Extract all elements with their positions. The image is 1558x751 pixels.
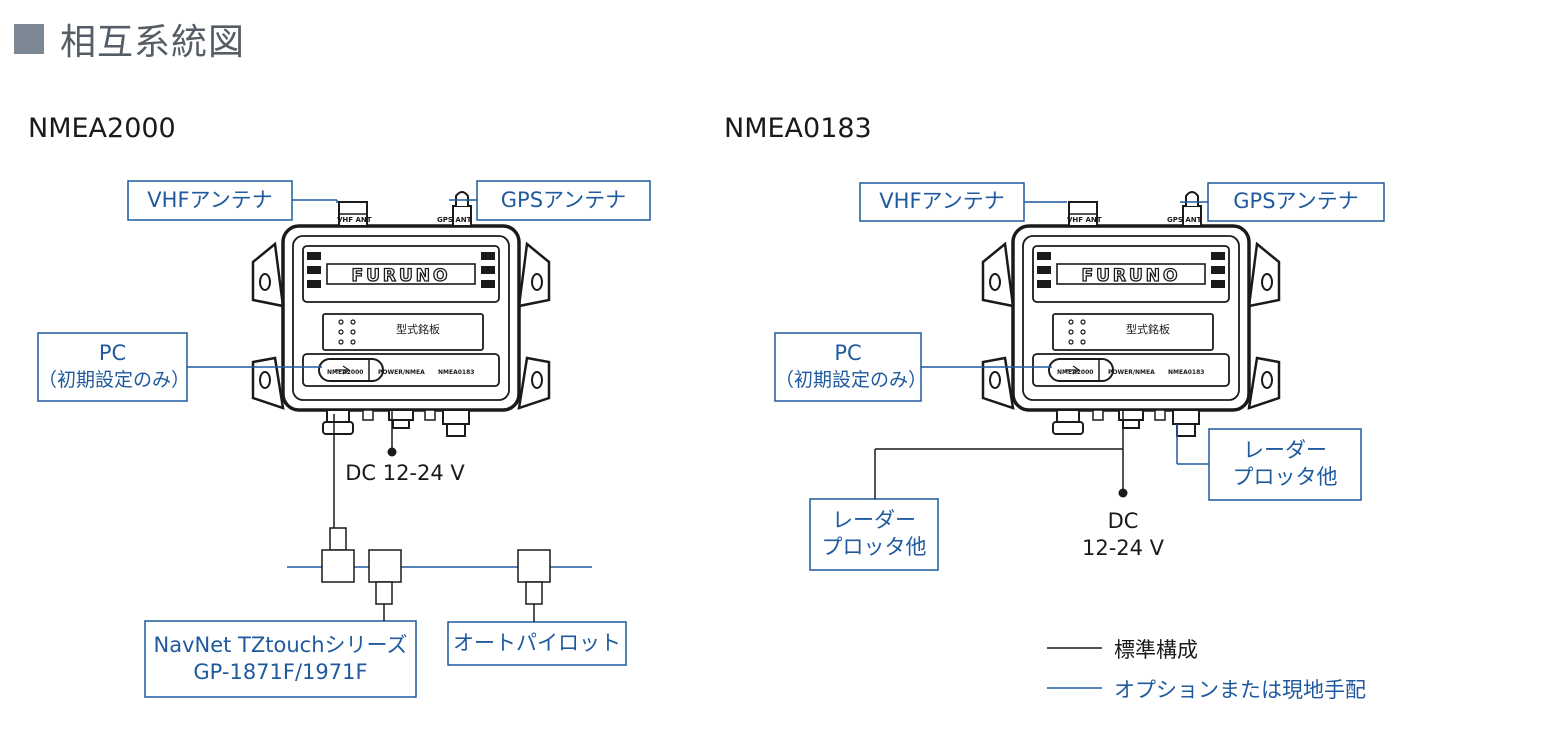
port-label: VHF ANT (1067, 216, 1102, 224)
ais-transponder-right (981, 190, 1281, 438)
radar-label-line1: レーダー (1243, 438, 1327, 462)
section-title-nmea2000: NMEA2000 (28, 113, 176, 144)
port-label: NMEA2000 (1057, 369, 1093, 376)
dc-right-line2: 12-24 V (1081, 536, 1165, 560)
gps-antenna-label: GPSアンテナ (1233, 189, 1359, 213)
radar-label-line1: レーダー (832, 508, 916, 532)
pc-label-line1: PC (98, 341, 127, 365)
port-label: VHF ANT (337, 216, 372, 224)
port-label: POWER/NMEA (1108, 369, 1155, 376)
vhf-antenna-label: VHFアンテナ (147, 188, 273, 212)
radar-plotter-label-right: レーダー プロッタ他 (1209, 437, 1361, 491)
vhf-antenna-label: VHFアンテナ (879, 189, 1005, 213)
page-title: 相互系統図 (14, 14, 245, 64)
port-label: NMEA2000 (327, 369, 363, 376)
radar-plotter-label-left: レーダー プロッタ他 (810, 507, 938, 561)
navnet-label: NavNet TZtouchシリーズ GP-1871F/1971F (145, 632, 416, 686)
pc-label-line1: PC (834, 341, 862, 365)
radar-plotter-box-left (809, 498, 939, 571)
plate-text: 型式銘板 (396, 322, 440, 336)
page-title-text: 相互系統図 (60, 22, 246, 63)
title-square-icon (14, 24, 44, 54)
dc-power-label-right: DC 12-24 V (1068, 508, 1178, 562)
section-title-nmea0183: NMEA0183 (724, 113, 872, 144)
radar-label-line2: プロッタ他 (821, 535, 927, 559)
navnet-box (144, 620, 417, 698)
navnet-label-line1: NavNet TZtouchシリーズ (153, 633, 408, 657)
port-label: GPS ANT (437, 216, 472, 224)
autopilot-box (447, 621, 627, 666)
pc-label-line2: （初期設定のみ） (38, 369, 191, 391)
gps-antenna-label: GPSアンテナ (500, 188, 627, 212)
autopilot-label: オートパイロット (453, 631, 621, 655)
pc-label: PC （初期設定のみ） (775, 340, 928, 394)
port-label: NMEA0183 (1168, 369, 1204, 376)
navnet-label-line2: GP-1871F/1971F (193, 660, 368, 684)
port-label: NMEA0183 (438, 369, 474, 376)
dc-right-line1: DC (1107, 509, 1139, 533)
legend-standard-label: 標準構成 (1114, 638, 1198, 662)
pc-label-line2: （初期設定のみ） (775, 369, 928, 391)
radar-label-line2: プロッタ他 (1232, 465, 1338, 489)
port-label: GPS ANT (1167, 216, 1202, 224)
plate-text: 型式銘板 (1126, 322, 1170, 336)
dc-power-label-left: DC 12-24 V (345, 461, 465, 485)
legend-option-label: オプションまたは現地手配 (1114, 678, 1366, 702)
port-label: POWER/NMEA (378, 369, 425, 376)
ais-transponder-left (251, 190, 551, 438)
pc-label: PC （初期設定のみ） (38, 340, 191, 394)
